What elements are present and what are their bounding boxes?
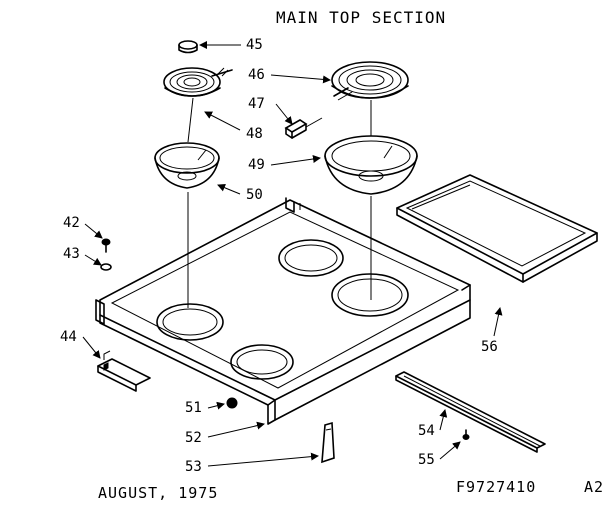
callout-45: 45 xyxy=(246,37,263,53)
callout-49: 49 xyxy=(248,157,265,173)
screw-part-42 xyxy=(101,238,111,253)
callout-54: 54 xyxy=(418,423,435,439)
trim-strip-part-54 xyxy=(395,371,546,453)
callout-55: 55 xyxy=(418,452,435,468)
revision-date: AUGUST, 1975 xyxy=(98,484,219,502)
callout-51: 51 xyxy=(185,400,202,416)
bracket-part-44 xyxy=(97,350,151,392)
callout-43: 43 xyxy=(63,246,80,262)
cooktop-panel xyxy=(95,197,471,425)
callout-50: 50 xyxy=(246,187,263,203)
callout-52: 52 xyxy=(185,430,202,446)
surface-unit-large xyxy=(331,61,409,101)
washer-part-43 xyxy=(100,263,112,271)
drip-bowl-large xyxy=(324,135,418,195)
catalog-number: F9727410 xyxy=(456,478,537,496)
spacer-part-51 xyxy=(226,397,238,409)
callout-56: 56 xyxy=(481,339,498,355)
terminal-plug-part-45 xyxy=(178,40,198,54)
callout-48: 48 xyxy=(246,126,263,142)
receptacle-block-part-47 xyxy=(284,117,323,139)
diagram-title: MAIN TOP SECTION xyxy=(276,8,447,27)
callout-53: 53 xyxy=(185,459,202,475)
leader-lines xyxy=(82,41,503,467)
tray-part-56 xyxy=(396,174,598,283)
burner-opening-rear-left xyxy=(278,239,344,277)
screw-part-55 xyxy=(462,429,470,440)
callout-47: 47 xyxy=(248,96,265,112)
sheet-id: A2 xyxy=(584,478,605,496)
callout-44: 44 xyxy=(60,329,77,345)
burner-opening-rear-right xyxy=(331,273,409,317)
callout-42: 42 xyxy=(63,215,80,231)
burner-opening-front-right xyxy=(230,344,294,380)
burner-opening-front-left xyxy=(156,303,224,341)
surface-unit-small xyxy=(163,67,233,97)
drip-bowl-small xyxy=(154,142,220,189)
callout-46: 46 xyxy=(248,67,265,83)
clip-part-53 xyxy=(321,421,335,464)
